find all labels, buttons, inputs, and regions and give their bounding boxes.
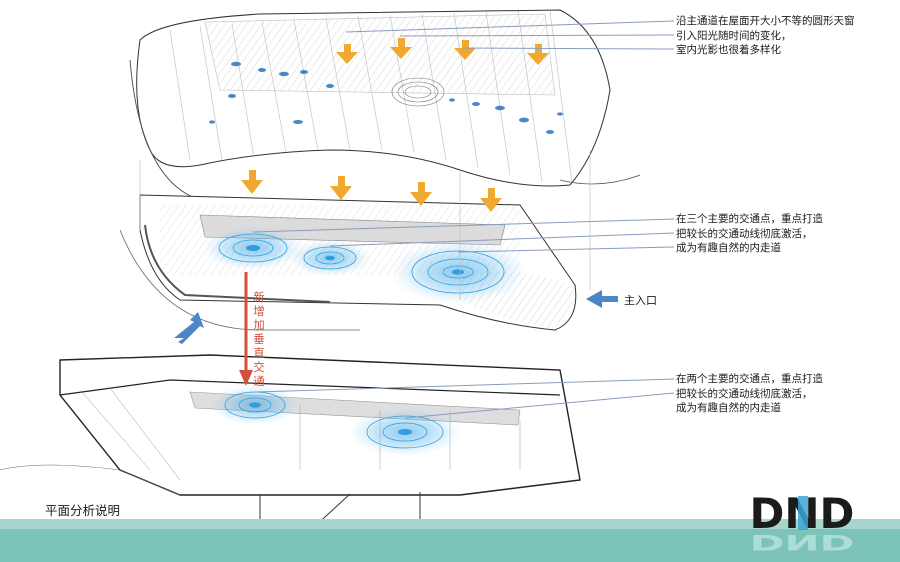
note-skylight-line-3: 室内光影也很着多样化 xyxy=(676,44,781,56)
note-two-line-1: 在两个主要的交通点，重点打造 xyxy=(676,373,823,385)
note-three-nodes: 在三个主要的交通点，重点打造 把较长的交通动线彻底激活， 成为有趣自然的内走道 xyxy=(676,212,823,256)
main-entrance-arrow xyxy=(586,290,618,308)
leader-lines xyxy=(252,20,675,419)
exit-direction-arrow xyxy=(174,312,204,344)
dnd-logo: DND DND xyxy=(750,489,855,555)
note-three-line-2: 把较长的交通动线彻底激活， xyxy=(676,227,813,240)
sunlight-arrows-middle xyxy=(241,170,502,212)
layer-connector-lines xyxy=(139,150,591,300)
sunlight-arrows-top xyxy=(336,38,549,65)
note-two-line-2: 把较长的交通动线彻底激活， xyxy=(676,387,813,400)
note-two-nodes: 在两个主要的交通点，重点打造 把较长的交通动线彻底激活， 成为有趣自然的内走道 xyxy=(676,372,823,416)
note-three-line-1: 在三个主要的交通点，重点打造 xyxy=(676,213,823,225)
roof-plan-layer xyxy=(129,9,641,201)
ripple-three-nodes xyxy=(203,226,526,304)
vertical-circulation-label: 新增加垂直交通 xyxy=(253,290,265,388)
spiral-stair xyxy=(391,77,445,107)
roof-skylight-band xyxy=(204,13,556,96)
note-skylight-line-1: 沿主通道在屋面开大小不等的圆形天窗 xyxy=(676,15,855,27)
note-skylight: 沿主通道在屋面开大小不等的圆形天窗 引入阳光随时间的变化， 室内光影也很着多样化 xyxy=(676,14,855,58)
note-two-line-3: 成为有趣自然的内走道 xyxy=(676,402,781,414)
roof-skylights xyxy=(209,61,563,134)
ripple-two-nodes xyxy=(211,385,461,456)
page-caption: 平面分析说明 xyxy=(45,503,121,518)
note-three-line-3: 成为有趣自然的内走道 xyxy=(676,242,781,254)
note-skylight-line-2: 引入阳光随时间的变化， xyxy=(676,29,792,42)
vertical-circulation-arrow xyxy=(239,272,253,386)
main-entrance-label: 主入口 xyxy=(624,294,657,307)
logo-reflection: DND xyxy=(750,530,855,555)
